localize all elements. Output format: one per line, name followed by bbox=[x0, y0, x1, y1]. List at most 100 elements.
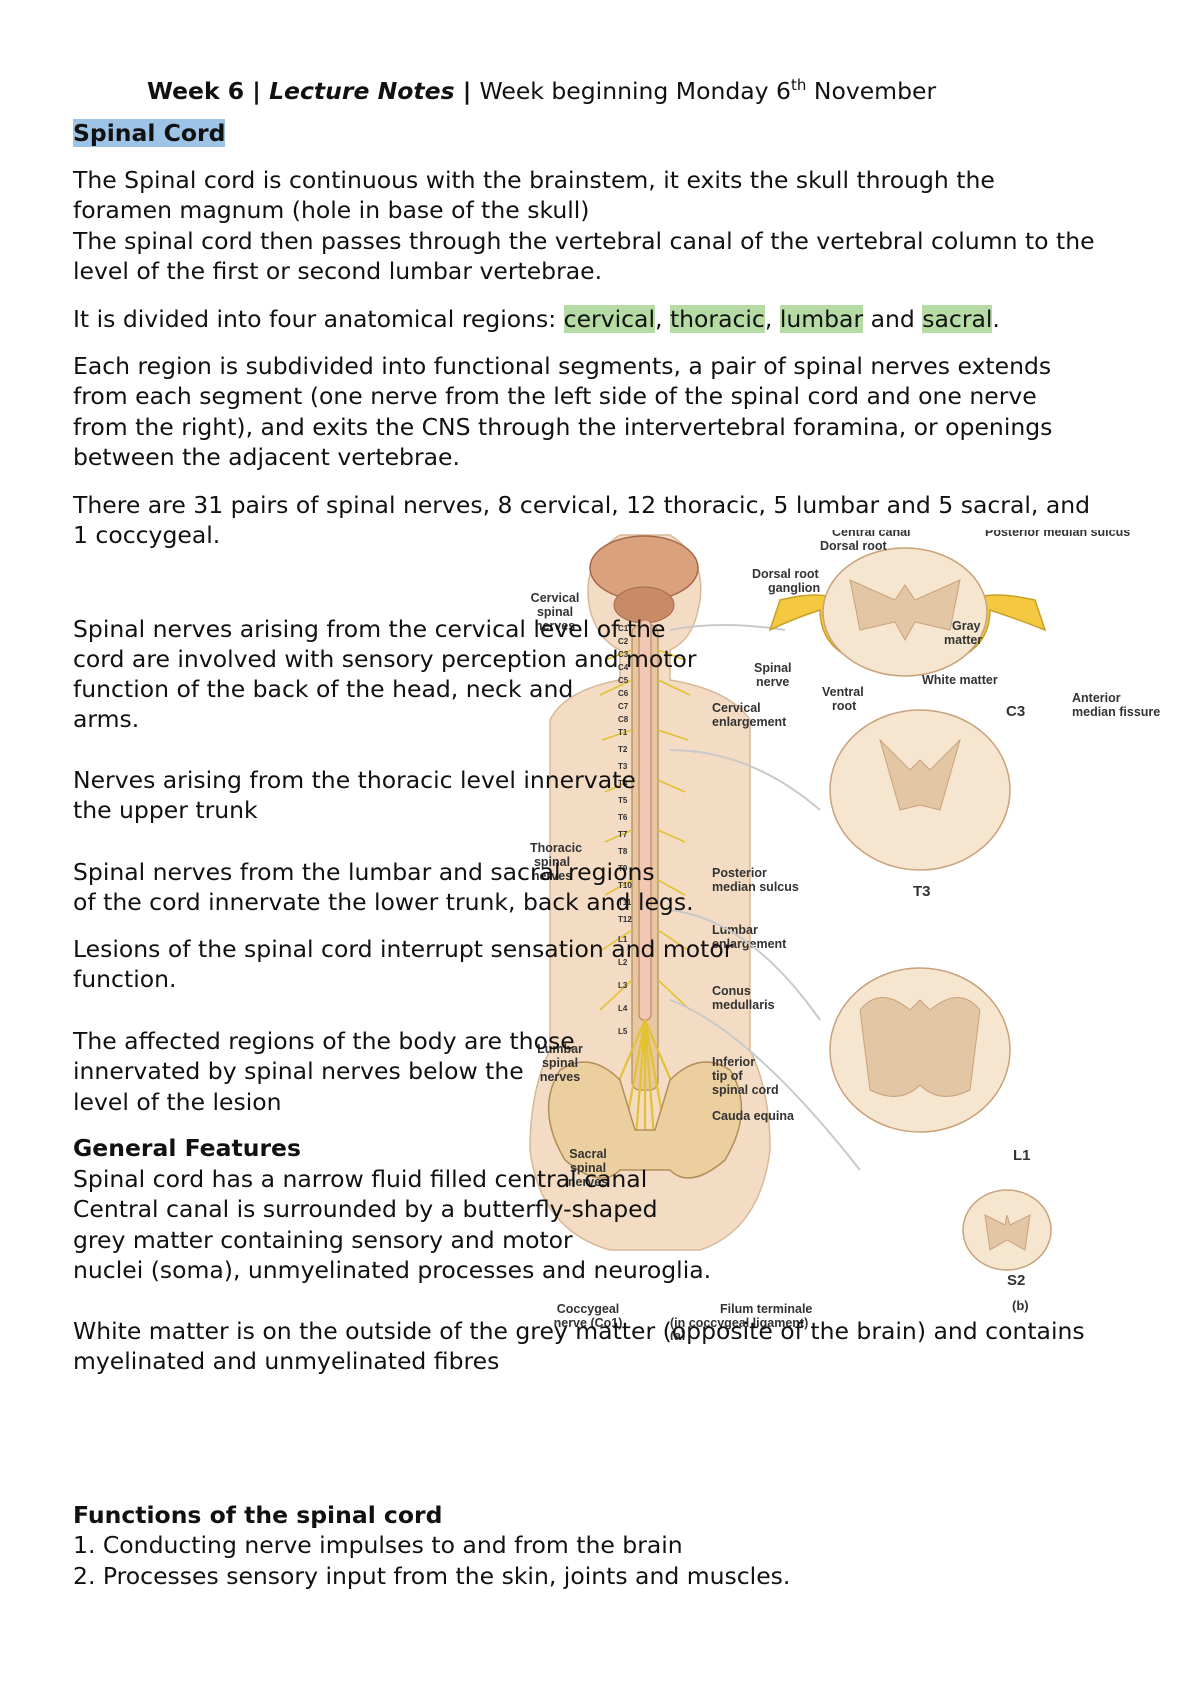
pairs-line-2: 1 coccygeal. bbox=[73, 521, 221, 549]
thoracic-line-2: the upper trunk bbox=[73, 796, 258, 824]
seg-label: T10 bbox=[618, 881, 632, 890]
label-t3: T3 bbox=[913, 883, 931, 900]
header-lecture-notes: Lecture Notes bbox=[269, 76, 455, 105]
intro-line-3: The spinal cord then passes through the … bbox=[73, 227, 1095, 255]
segments-line-3: from the right), and exits the CNS throu… bbox=[73, 413, 1053, 441]
label-sacral-spinal-nerves: Sacral bbox=[569, 1147, 607, 1161]
label-thoracic-spinal-nerves: Thoracic bbox=[530, 841, 582, 855]
region-sacral: sacral bbox=[922, 305, 993, 333]
seg-label: L4 bbox=[618, 1004, 628, 1013]
seg-label: L3 bbox=[618, 981, 628, 990]
label-spinal-nerve: Spinal bbox=[754, 661, 792, 675]
seg-label: L1 bbox=[618, 935, 628, 944]
segment-labels: C1 C2 C3 C4 C5 C6 C7 C8 T1 T2 T3 T4 T5 T… bbox=[618, 624, 632, 1036]
lesions-line-2: function. bbox=[73, 965, 177, 993]
l1-gray-matter bbox=[859, 997, 981, 1097]
label-lumbar-spinal-nerves: Lumbar bbox=[537, 1042, 583, 1056]
label-lumbar-spinal-nerves: nerves bbox=[540, 1070, 580, 1084]
label-ventral-root: Ventral bbox=[822, 685, 864, 699]
s2-gray-matter bbox=[984, 1214, 1031, 1251]
seg-label: C3 bbox=[618, 650, 629, 659]
label-c3: C3 bbox=[1006, 703, 1025, 720]
label-cervical-spinal-nerves: Cervical bbox=[531, 591, 580, 605]
header-week: Week 6 bbox=[147, 76, 245, 105]
cervical-line-1: Spinal nerves arising from the cervical … bbox=[73, 615, 666, 643]
label-fig-b: (b) bbox=[1012, 1298, 1029, 1313]
section-heading-spinal-cord: Spinal Cord bbox=[73, 119, 226, 147]
function-item-2: 2. Processes sensory input from the skin… bbox=[73, 1562, 791, 1590]
section-c3 bbox=[768, 547, 1047, 677]
label-thoracic-spinal-nerves: nerves bbox=[532, 869, 572, 883]
label-filum-terminale: (in coccygeal ligament) bbox=[670, 1316, 808, 1330]
label-dorsal-root-ganglion: Dorsal root bbox=[752, 567, 820, 581]
label-dorsal-root: Dorsal root bbox=[820, 539, 888, 553]
seg-label: C2 bbox=[618, 637, 629, 646]
section-heading-general-features: General Features bbox=[73, 1134, 301, 1162]
header-month: November bbox=[806, 76, 937, 105]
segments-line-4: between the adjacent vertebrae. bbox=[73, 443, 460, 471]
general-line-3: grey matter containing sensory and motor bbox=[73, 1226, 573, 1254]
header-separator: | bbox=[244, 76, 270, 105]
lumbar-line-2: of the cord innervate the lower trunk, b… bbox=[73, 888, 694, 916]
intro-line-4: level of the first or second lumbar vert… bbox=[73, 257, 603, 285]
seg-label: L5 bbox=[618, 1027, 628, 1036]
label-anterior-median-fissure: median fissure bbox=[1072, 705, 1160, 719]
intro-line-1: The Spinal cord is continuous with the b… bbox=[73, 166, 995, 194]
label-s2: S2 bbox=[1007, 1272, 1025, 1289]
label-inferior-tip: Inferior bbox=[712, 1055, 755, 1069]
label-cervical-enlargement: Cervical bbox=[712, 701, 761, 715]
label-inferior-tip: tip of bbox=[712, 1069, 743, 1083]
seg-label: C8 bbox=[618, 715, 629, 724]
label-filum-terminale: Filum terminale bbox=[720, 1302, 812, 1316]
label-lumbar-spinal-nerves: spinal bbox=[542, 1056, 578, 1070]
label-cervical-enlargement: enlargement bbox=[712, 715, 787, 729]
section-heading-functions: Functions of the spinal cord bbox=[73, 1501, 443, 1529]
seg-label: T7 bbox=[618, 830, 628, 839]
region-thoracic: thoracic bbox=[669, 305, 765, 333]
seg-label: C4 bbox=[618, 663, 629, 672]
lumbar-line-1: Spinal nerves from the lumbar and sacral… bbox=[73, 858, 655, 886]
label-central-canal: Central canal bbox=[832, 530, 911, 539]
label-cervical-spinal-nerves: spinal bbox=[537, 605, 573, 619]
label-spinal-nerve: nerve bbox=[756, 675, 789, 689]
label-sacral-spinal-nerves: nerves bbox=[568, 1175, 608, 1189]
spinal-cord-figure: C1 C2 C3 C4 C5 C6 C7 C8 T1 T2 T3 T4 T5 T… bbox=[529, 530, 1160, 1340]
seg-label: T11 bbox=[618, 898, 632, 907]
label-gray-matter: matter bbox=[944, 633, 982, 647]
seg-label: C5 bbox=[618, 676, 629, 685]
label-ventral-root: root bbox=[832, 699, 857, 713]
pairs-line-1: There are 31 pairs of spinal nerves, 8 c… bbox=[73, 491, 1091, 519]
label-inferior-tip: spinal cord bbox=[712, 1083, 779, 1097]
label-conus-medullaris: medullaris bbox=[712, 998, 775, 1012]
segments-line-1: Each region is subdivided into functiona… bbox=[73, 352, 1052, 380]
label-thoracic-spinal-nerves: spinal bbox=[534, 855, 570, 869]
intro-line-2: foramen magnum (hole in base of the skul… bbox=[73, 196, 590, 224]
seg-label: T3 bbox=[618, 762, 628, 771]
label-anterior-median-fissure: Anterior bbox=[1072, 691, 1121, 705]
label-cervical-spinal-nerves: nerves bbox=[535, 619, 575, 633]
function-item-1: 1. Conducting nerve impulses to and from… bbox=[73, 1531, 683, 1559]
general-line-4: nuclei (soma), unmyelinated processes an… bbox=[73, 1256, 712, 1284]
label-sacral-spinal-nerves: spinal bbox=[570, 1161, 606, 1175]
pelvis-bone bbox=[547, 1061, 743, 1179]
seg-label: T9 bbox=[618, 864, 628, 873]
seg-label: C1 bbox=[618, 624, 629, 633]
seg-label: T4 bbox=[618, 779, 628, 788]
affected-line-1: The affected regions of the body are tho… bbox=[73, 1027, 575, 1055]
label-cauda-equina: Cauda equina bbox=[712, 1109, 795, 1123]
label-posterior-median-sulcus: median sulcus bbox=[712, 880, 799, 894]
t3-gray-matter bbox=[878, 738, 962, 811]
cervical-line-3: function of the back of the head, neck a… bbox=[73, 675, 574, 703]
white-matter-line-1: White matter is on the outside of the gr… bbox=[73, 1317, 1085, 1345]
cervical-line-2: cord are involved with sensory perceptio… bbox=[73, 645, 697, 673]
seg-label: T6 bbox=[618, 813, 628, 822]
seg-label: L2 bbox=[618, 958, 628, 967]
label-gray-matter: Gray bbox=[952, 619, 981, 633]
thoracic-line-1: Nerves arising from the thoracic level i… bbox=[73, 766, 636, 794]
header-separator: | bbox=[454, 76, 480, 105]
label-conus-medullaris: Conus bbox=[712, 984, 751, 998]
general-line-1: Spinal cord has a narrow fluid filled ce… bbox=[73, 1165, 648, 1193]
seg-label: T2 bbox=[618, 745, 628, 754]
seg-label: T1 bbox=[618, 728, 628, 737]
header-week-beginning: Week beginning Monday 6 bbox=[479, 76, 791, 105]
